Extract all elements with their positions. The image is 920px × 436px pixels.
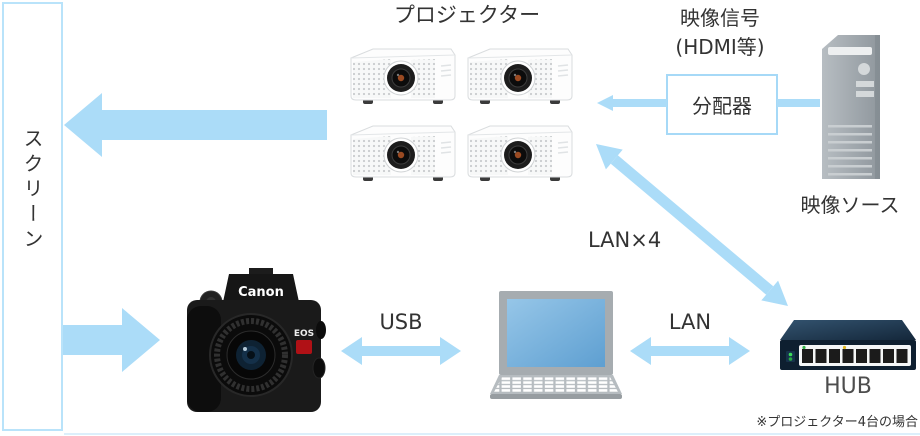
arrow-splitter-to-projectors	[597, 95, 667, 111]
projector-icon	[350, 125, 456, 181]
projector-title: プロジェクター	[393, 3, 541, 27]
screen-box: スクリーン	[2, 2, 63, 431]
bottom-divider	[64, 433, 920, 435]
video-source-label: 映像ソース	[800, 193, 900, 217]
lan-x4-label: LAN×4	[588, 228, 662, 252]
arrow-projectors-to-screen	[64, 93, 327, 157]
video-signal-label: 映像信号 (HDMI等)	[648, 4, 792, 62]
camera-brand-text: Canon	[238, 285, 284, 300]
camera-icon: Canon EOS	[187, 268, 326, 412]
hub-label: HUB	[824, 374, 872, 399]
video-signal-line1: 映像信号	[680, 6, 760, 30]
lan-label: LAN	[668, 310, 712, 334]
splitter-box: 分配器	[666, 74, 778, 135]
arrow-screen-to-camera	[63, 308, 160, 372]
arrow-usb	[341, 337, 461, 365]
video-signal-line2: (HDMI等)	[675, 35, 765, 59]
video-source-tower-icon	[822, 35, 880, 179]
splitter-label: 分配器	[692, 94, 752, 118]
footnote: ※プロジェクター4台の場合	[756, 415, 918, 430]
camera-badge-text: EOS	[294, 329, 314, 339]
projector-icon	[350, 48, 456, 104]
screen-label: スクリーン	[20, 128, 44, 253]
arrow-lan	[630, 337, 750, 365]
usb-label: USB	[379, 310, 423, 334]
laptop-icon	[490, 291, 622, 399]
arrow-lan-x4	[596, 144, 788, 306]
hub-icon	[780, 320, 916, 370]
projector-icon	[467, 48, 573, 104]
line-source-to-splitter	[777, 99, 820, 107]
projector-icon	[467, 125, 573, 181]
